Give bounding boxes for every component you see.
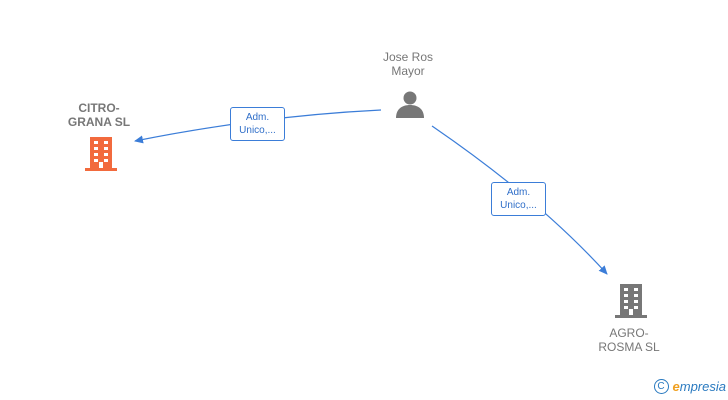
brand-name: empresia bbox=[672, 379, 726, 394]
edge-label-citrograna[interactable]: Adm. Unico,... bbox=[230, 107, 285, 141]
empresia-brand: C empresia bbox=[653, 379, 726, 394]
company-citrograna-label[interactable]: CITRO- GRANA SL bbox=[39, 101, 159, 129]
person-name-line1: Jose Ros bbox=[382, 50, 434, 64]
company-agrorosma-label[interactable]: AGRO- ROSMA SL bbox=[569, 326, 689, 354]
company-agrorosma-line2: ROSMA SL bbox=[598, 340, 660, 354]
edge-label-citrograna-line1: Adm. bbox=[245, 112, 270, 123]
copyright-icon: C bbox=[653, 379, 669, 394]
person-name-line2: Mayor bbox=[391, 64, 425, 78]
company-citrograna-line1: CITRO- bbox=[78, 101, 120, 115]
edge-label-agrorosma-line2: Unico,... bbox=[500, 200, 537, 211]
edge-label-citrograna-line2: Unico,... bbox=[239, 125, 276, 136]
edge-label-agrorosma[interactable]: Adm. Unico,... bbox=[491, 182, 546, 216]
company-citrograna-line2: GRANA SL bbox=[67, 115, 131, 129]
building-icon-citrograna[interactable] bbox=[85, 137, 117, 171]
person-name-label[interactable]: Jose Ros Mayor bbox=[348, 50, 468, 78]
person-icon[interactable] bbox=[395, 89, 425, 119]
edge-label-agrorosma-line1: Adm. bbox=[506, 187, 531, 198]
building-icon-agrorosma[interactable] bbox=[615, 284, 647, 318]
company-agrorosma-line1: AGRO- bbox=[609, 326, 649, 340]
